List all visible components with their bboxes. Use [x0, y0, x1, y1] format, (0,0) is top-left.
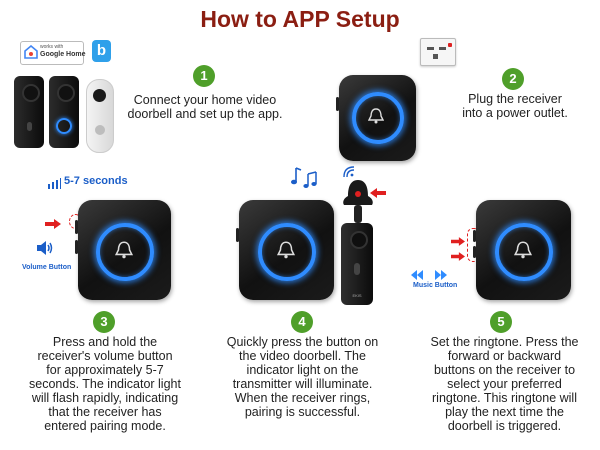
step-5-line: forward or backward [447, 349, 562, 363]
receiver-step-5 [473, 200, 571, 300]
step-3-line: for approximately 5-7 [46, 363, 164, 377]
step-5-line: Set the ringtone. Press the [430, 335, 579, 349]
step-1-text: Connect your home video doorbell and set… [120, 93, 290, 121]
step-1-line: Connect your home video [133, 93, 277, 107]
google-home-badge: works with Google Home [20, 41, 86, 65]
step-2-line: into a power outlet. [462, 106, 568, 120]
google-home-small-text: works with [40, 44, 64, 50]
step-2-badge: 2 [502, 68, 524, 90]
step-5-line: buttons on the receiver to [433, 363, 576, 377]
step-3-badge: 3 [93, 311, 115, 333]
step-1-badge: 1 [193, 65, 215, 87]
step-3-line: entered pairing mode. [44, 419, 166, 433]
step-4-badge: 4 [291, 311, 313, 333]
receiver-step-3 [75, 200, 171, 300]
bell-icon [276, 240, 296, 265]
red-arrow-icon [451, 233, 465, 251]
music-button-label: Music Button [413, 282, 458, 289]
volume-button-label: Volume Button [22, 264, 72, 271]
step-5-text: Set the ringtone. Press the forward or b… [412, 335, 597, 433]
step-5-line: play the next time the [445, 405, 564, 419]
bell-icon [114, 240, 134, 265]
step-3-line: Press and hold the [52, 335, 158, 349]
duration-label: 5-7 seconds [64, 175, 128, 187]
video-doorbell-square [14, 76, 44, 148]
music-button-arrows-icon [411, 267, 447, 285]
step-2-line: Plug the receiver [468, 92, 562, 106]
google-home-text: Google Home [40, 51, 86, 58]
speaker-icon [36, 240, 54, 261]
music-notes-icon [290, 164, 324, 197]
blink-letter: b [96, 42, 107, 59]
red-arrow-icon [45, 216, 61, 234]
step-4-line: pairing is successful. [244, 405, 361, 419]
receiver-step-2 [336, 75, 416, 161]
receiver-step-4 [236, 200, 334, 300]
bell-icon [367, 107, 385, 130]
step-1-line: doorbell and set up the app. [127, 107, 283, 121]
page-title: How to APP Setup [200, 6, 400, 32]
blink-app-icon: b [92, 40, 111, 62]
step-3-line: receiver's volume button [37, 349, 173, 363]
step-5-line: ringtone. This ringtone will [432, 391, 577, 405]
red-arrow-icon [451, 248, 465, 266]
step-4-line: transmitter will illuminate. [232, 377, 373, 391]
transmitter [340, 178, 376, 231]
wifi-signal-icon [343, 165, 355, 183]
step-4-line: When the receiver rings, [234, 391, 371, 405]
step-3-line: that the receiver has [48, 405, 162, 419]
video-doorbell-white [86, 79, 114, 153]
step-5-line: doorbell is triggered. [447, 419, 562, 433]
step-4-line: the video doorbell. The [239, 349, 366, 363]
step-3-line: seconds. The indicator light [29, 377, 181, 391]
step-4-line: Quickly press the button on [226, 335, 379, 349]
bell-icon [513, 240, 533, 265]
red-arrow-icon [370, 185, 386, 203]
step-3-text: Press and hold the receiver's volume but… [10, 335, 200, 433]
google-home-icon [24, 44, 38, 59]
video-doorbell-round-button [49, 76, 79, 148]
power-outlet [420, 38, 456, 66]
doorbell-brand: EKIS [352, 293, 362, 298]
signal-bars-icon [48, 176, 61, 194]
video-doorbell-step-4: EKIS [341, 223, 373, 305]
step-5-badge: 5 [490, 311, 512, 333]
step-4-text: Quickly press the button on the video do… [210, 335, 395, 419]
step-3-line: will flash rapidly, indicating [31, 391, 179, 405]
step-4-line: indicator light on the [246, 363, 359, 377]
step-5-line: select your preferred [447, 377, 562, 391]
step-2-text: Plug the receiver into a power outlet. [440, 92, 590, 120]
